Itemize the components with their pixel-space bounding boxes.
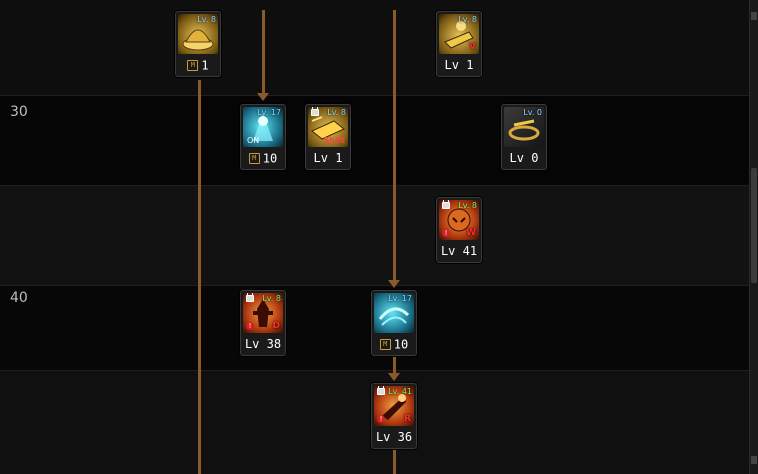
level-row-label: 30 <box>10 104 28 120</box>
hotkey-mark: D <box>272 321 280 331</box>
strike-skill-icon: Lv. 41 ! R <box>374 386 414 426</box>
spin-skill-icon: Lv. 0 <box>504 107 544 147</box>
connector-line <box>262 10 265 94</box>
bell-skill-icon: Lv. 8 <box>178 14 218 54</box>
hotkey-label: Shift <box>323 136 345 145</box>
kick-skill-icon: Lv. 8 V <box>439 14 479 54</box>
skill-level: Lv 1 <box>444 58 474 72</box>
hotkey-mark: W <box>466 228 476 238</box>
skill-level: Lv 36 <box>375 430 413 444</box>
row-divider <box>0 185 750 186</box>
skill-slot[interactable]: Lv. 8 ! D Lv 38 <box>240 290 286 356</box>
skill-level-tag: Lv. 0 <box>523 108 542 117</box>
skill-level-tag: Lv. 8 <box>197 15 216 24</box>
lock-icon <box>311 107 319 116</box>
scroll-up-button[interactable] <box>751 12 757 20</box>
connector-line <box>198 80 201 474</box>
warning-icon: ! <box>442 229 450 237</box>
aura-skill-icon: Lv. 17 ON <box>243 107 283 147</box>
bg-band <box>0 185 750 285</box>
warning-icon: ! <box>377 415 385 423</box>
toggle-status: ON <box>247 136 260 145</box>
connector-arrow <box>257 93 269 101</box>
skill-level-tag: Lv. 41 <box>388 387 412 396</box>
connector-arrow <box>388 280 400 288</box>
skill-slot[interactable]: Lv. 8 V Lv 1 <box>436 11 482 77</box>
skill-slot[interactable]: Lv. 8 Shift Lv 1 <box>305 104 351 170</box>
connector-line <box>393 10 396 280</box>
beast-skill-icon: Lv. 8 ! W <box>439 200 479 240</box>
guardian-skill-icon: Lv. 8 ! D <box>243 293 283 333</box>
hotkey-mark: R <box>404 414 411 424</box>
skill-level-tag: Lv. 8 <box>327 108 346 117</box>
skill-slot[interactable]: Lv. 8 ! W Lv 41 <box>436 197 482 263</box>
row-divider <box>0 285 750 286</box>
skill-level: Lv 38 <box>244 337 282 351</box>
hotkey-mark: V <box>469 42 476 52</box>
scroll-thumb[interactable] <box>751 168 757 283</box>
lock-icon <box>377 386 385 395</box>
warning-icon: ! <box>246 322 254 330</box>
connector-line <box>393 355 396 375</box>
lock-icon <box>246 293 254 302</box>
skill-level-tag: Lv. 8 <box>458 201 477 210</box>
row-divider <box>0 95 750 96</box>
scroll-down-button[interactable] <box>751 456 757 464</box>
skill-slot[interactable]: Lv. 0 Lv 0 <box>501 104 547 170</box>
lock-icon <box>442 200 450 209</box>
skill-level-tag: Lv. 17 <box>257 108 281 117</box>
connector-line <box>393 448 396 474</box>
dash-skill-icon: Lv. 8 Shift <box>308 107 348 147</box>
scrollbar[interactable] <box>749 0 758 474</box>
m-badge-icon: M <box>187 60 199 71</box>
wind-skill-icon: Lv. 17 <box>374 293 414 333</box>
bg-band <box>0 95 750 185</box>
skill-slot[interactable]: Lv. 41 ! R Lv 36 <box>371 383 417 449</box>
level-row-label: 40 <box>10 290 28 306</box>
skill-level-tag: Lv. 17 <box>388 294 412 303</box>
bg-band <box>0 0 750 95</box>
skill-level-tag: Lv. 8 <box>458 15 477 24</box>
skill-level: Lv 0 <box>509 151 539 165</box>
skill-level-tag: Lv. 8 <box>262 294 281 303</box>
skill-level: Lv 41 <box>440 244 478 258</box>
m-badge-icon: M <box>248 153 260 164</box>
row-divider <box>0 370 750 371</box>
m-badge-icon: M <box>379 339 391 350</box>
skill-level: Lv 1 <box>313 151 343 165</box>
connector-arrow <box>388 373 400 381</box>
